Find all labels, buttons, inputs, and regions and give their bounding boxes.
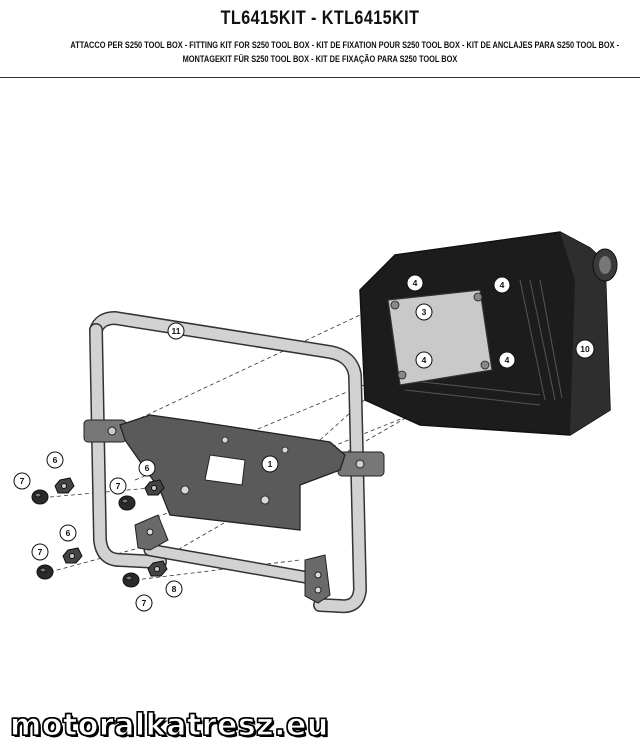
hex-nut (62, 547, 83, 564)
svg-text:4: 4 (413, 278, 418, 288)
callout-7: 7 (13, 472, 31, 490)
callouts: 11 1 3 4 4 4 4 10 6 7 6 7 6 7 8 7 (13, 274, 595, 612)
svg-text:4: 4 (500, 280, 505, 290)
callout-8: 8 (165, 580, 183, 598)
svg-text:10: 10 (580, 344, 590, 354)
hex-nut (147, 560, 168, 577)
callout-4: 4 (498, 351, 516, 369)
callout-1: 1 (261, 455, 279, 473)
tool-box-s250 (359, 231, 618, 436)
callout-6: 6 (59, 524, 77, 542)
callout-6: 6 (138, 459, 156, 477)
callout-6: 6 (46, 451, 64, 469)
hex-nut (54, 477, 75, 494)
hex-nut (144, 479, 165, 496)
svg-text:7: 7 (142, 598, 147, 608)
callout-7: 7 (109, 477, 127, 495)
callout-4: 4 (406, 274, 424, 292)
svg-text:6: 6 (66, 528, 71, 538)
svg-text:1: 1 (268, 459, 273, 469)
svg-text:3: 3 (422, 307, 427, 317)
header-divider (0, 77, 640, 78)
callout-4: 4 (415, 351, 433, 369)
lower-brackets (134, 514, 331, 604)
cap-nut (122, 572, 140, 588)
svg-text:7: 7 (38, 547, 43, 557)
callout-11: 11 (167, 322, 185, 340)
tubular-frame (89, 310, 368, 614)
hardware-nuts-caps (31, 477, 168, 588)
svg-text:4: 4 (422, 355, 427, 365)
svg-text:7: 7 (116, 481, 121, 491)
callout-7: 7 (135, 594, 153, 612)
subtitle-line-2: MONTAGEKIT FÜR S250 TOOL BOX - KIT DE FI… (182, 54, 458, 65)
svg-text:11: 11 (172, 326, 181, 336)
cap-nut (31, 489, 49, 505)
frame-clamps (83, 419, 385, 477)
callout-3: 3 (415, 303, 433, 321)
svg-text:6: 6 (53, 455, 58, 465)
subtitle-line-1: ATTACCO PER S250 TOOL BOX - FITTING KIT … (70, 40, 620, 51)
callout-7: 7 (31, 543, 49, 561)
callout-10: 10 (575, 339, 595, 359)
cap-nut (36, 564, 54, 580)
page-title: TL6415KIT - KTL6415KIT (220, 8, 420, 29)
watermark: motoralkatresz.eu (9, 707, 329, 743)
callout-4: 4 (493, 276, 511, 294)
svg-text:6: 6 (145, 463, 150, 473)
svg-text:4: 4 (505, 355, 510, 365)
cap-nut (118, 495, 136, 511)
svg-text:8: 8 (172, 584, 177, 594)
svg-text:7: 7 (20, 476, 25, 486)
